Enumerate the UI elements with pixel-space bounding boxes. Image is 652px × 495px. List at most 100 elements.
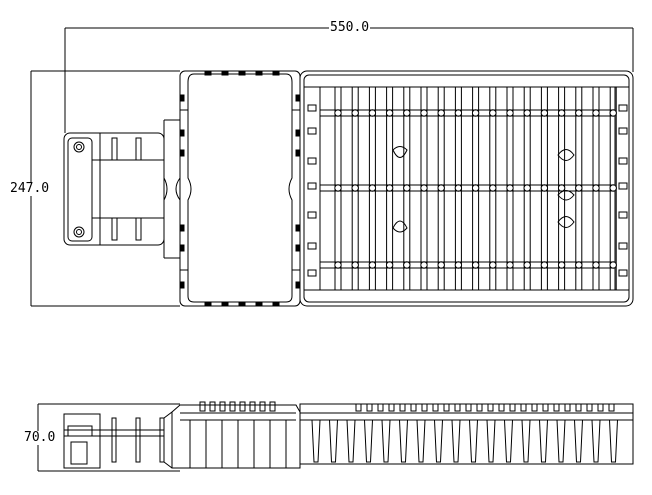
side-heatsink-fin [311, 419, 321, 463]
side-heatsink-fin [434, 419, 443, 463]
top-tab [520, 403, 527, 412]
side-tab [307, 127, 317, 135]
fin-hole [575, 184, 583, 192]
edge-tab [179, 224, 185, 232]
side-heatsink-fin [329, 419, 338, 463]
fin-hole [540, 184, 549, 192]
side-bracket [63, 411, 173, 469]
driver-housing-tabs [179, 70, 301, 307]
edge-tab [295, 149, 301, 157]
side-heatsink-fin [591, 419, 601, 463]
fin-hole [592, 261, 600, 269]
top-tab [487, 403, 494, 412]
pole-mount-bracket [63, 119, 181, 259]
side-tab [618, 242, 628, 250]
fin-hole [609, 184, 617, 192]
height-dimension-line [30, 70, 180, 307]
fin-hole [454, 261, 463, 269]
side-heatsink-fins [311, 419, 618, 463]
side-tab [307, 104, 317, 112]
edge-tab [295, 94, 301, 102]
side-tab [307, 182, 317, 190]
fin-hole [351, 109, 359, 117]
edge-tab [179, 244, 185, 252]
fin-hole [506, 261, 514, 269]
side-driver-fins [189, 420, 287, 468]
top-tab [608, 403, 615, 412]
top-tab [498, 403, 505, 412]
fin-hole [368, 261, 377, 269]
side-tab [307, 157, 317, 165]
fin-hole [609, 109, 617, 117]
side-driver-housing [171, 401, 301, 469]
side-heatsink-top-tabs [355, 403, 615, 412]
top-tab [229, 401, 236, 412]
top-tab [432, 403, 439, 412]
top-tab [564, 403, 571, 412]
edge-tab [238, 301, 246, 307]
fin-hole [334, 109, 342, 117]
top-tab [443, 403, 450, 412]
side-view [37, 401, 634, 472]
heatsink-side-tabs [307, 104, 628, 277]
fin-hole [523, 184, 531, 192]
top-tab [259, 401, 266, 412]
fin-hole [351, 261, 359, 269]
driver-housing [179, 70, 301, 307]
top-tab [388, 403, 395, 412]
depth-dimension-label: 70.0 [23, 430, 57, 445]
side-heatsink-fin [521, 419, 531, 463]
edge-tab [272, 301, 280, 307]
fin-hole [420, 184, 428, 192]
top-tab [366, 403, 373, 412]
fin-hole [557, 184, 566, 192]
side-heatsink-fin [539, 419, 548, 463]
plan-view [30, 27, 634, 307]
fin-hole [420, 261, 428, 269]
top-tab [509, 403, 516, 412]
top-tab [269, 401, 276, 412]
fin-hole [540, 109, 549, 117]
fin-hole [575, 261, 583, 269]
top-tab [410, 403, 417, 412]
top-tab [421, 403, 428, 412]
fin-hole [385, 184, 394, 192]
side-tab [307, 211, 317, 219]
side-heatsink-fin [469, 419, 478, 463]
top-tab [542, 403, 549, 412]
side-tab [618, 127, 628, 135]
top-tab [219, 401, 226, 412]
fin-hole [368, 184, 377, 192]
edge-tab [179, 281, 185, 289]
top-tab [249, 401, 256, 412]
side-heatsink-fin [574, 419, 583, 463]
fin-hole [506, 184, 514, 192]
fin-hole [471, 261, 480, 269]
fin-hole [454, 109, 463, 117]
top-tab [399, 403, 406, 412]
top-tab [586, 403, 593, 412]
top-tab [355, 403, 362, 412]
fin-hole [471, 109, 480, 117]
fin-hole [575, 109, 583, 117]
edge-tab [179, 149, 185, 157]
fin-hole [540, 261, 549, 269]
width-dimension-label: 550.0 [329, 20, 371, 35]
heatsink-fins [320, 87, 617, 290]
side-heatsink-fin [609, 419, 618, 463]
side-heatsink-fin [381, 419, 391, 463]
top-tab [465, 403, 472, 412]
edge-tab [295, 129, 301, 137]
side-heatsink-fin [486, 419, 496, 463]
top-tab [454, 403, 461, 412]
edge-tab [255, 70, 263, 76]
fin-hole [420, 109, 428, 117]
heatsink-body [299, 70, 634, 307]
edge-tab [238, 70, 246, 76]
side-tab [618, 182, 628, 190]
fin-hole [437, 109, 445, 117]
fin-hole [489, 261, 497, 269]
side-heatsink-fin [556, 419, 566, 463]
edge-tab [204, 70, 212, 76]
fin-hole [506, 109, 514, 117]
